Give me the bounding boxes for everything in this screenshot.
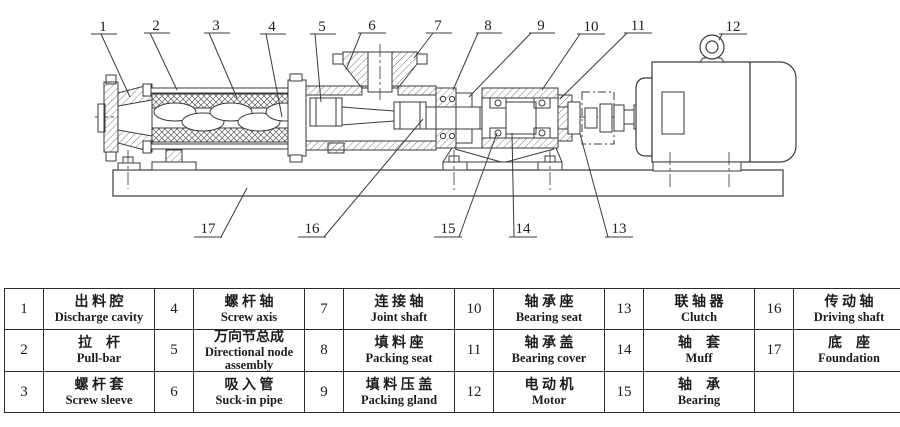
muff-sleeve	[505, 101, 537, 135]
bearing-seat	[481, 87, 559, 149]
svg-text:17: 17	[201, 221, 217, 237]
part-label-1: 1	[91, 19, 131, 98]
part-label-15: 15	[434, 132, 498, 238]
svg-text:10: 10	[584, 19, 599, 35]
part-number: 3	[4, 371, 44, 414]
part-number: 8	[304, 328, 344, 373]
part-label-10: 10	[541, 19, 605, 91]
part-number: 15	[604, 371, 644, 414]
pull-bar	[142, 83, 309, 154]
svg-text:12: 12	[726, 19, 741, 35]
part-label-12: 12	[718, 19, 747, 41]
part-number: 4	[154, 288, 194, 330]
svg-text:1: 1	[99, 19, 107, 35]
svg-text:8: 8	[484, 18, 492, 34]
clutch-coupling	[567, 91, 645, 145]
svg-text:2: 2	[152, 18, 160, 34]
part-label-9: 9	[468, 18, 555, 98]
part-number: 2	[4, 328, 44, 373]
part-name	[793, 371, 900, 414]
svg-text:14: 14	[516, 221, 532, 237]
part-number: 7	[304, 288, 344, 330]
lifting-eye	[699, 34, 725, 63]
part-label-4: 4	[260, 19, 286, 118]
joint-shaft	[341, 106, 395, 126]
svg-text:5: 5	[318, 19, 326, 35]
suction-pipe	[332, 44, 428, 100]
part-number: 11	[454, 328, 494, 373]
packing-gland	[455, 92, 473, 144]
part-label-11: 11	[559, 18, 652, 100]
svg-text:3: 3	[212, 18, 220, 34]
motor-feet	[652, 161, 742, 172]
svg-text:15: 15	[441, 221, 456, 237]
part-number: 10	[454, 288, 494, 330]
part-label-5: 5	[310, 19, 336, 103]
part-number: 17	[754, 328, 794, 373]
part-number: 5	[154, 328, 194, 373]
part-label-3: 3	[204, 18, 238, 99]
pump-support-foot	[117, 149, 197, 189]
foundation-base	[112, 169, 784, 197]
part-number: 9	[304, 371, 344, 414]
svg-text:13: 13	[612, 221, 627, 237]
part-label-6: 6	[345, 18, 386, 71]
part-label-14: 14	[509, 132, 537, 238]
sleeve-end-flange	[287, 73, 307, 163]
part-number: 13	[604, 288, 644, 330]
part-label-2: 2	[144, 18, 178, 91]
part-label-17: 17	[194, 187, 248, 238]
discharge-cavity	[97, 74, 153, 162]
part-number: 12	[454, 371, 494, 414]
svg-text:4: 4	[268, 19, 276, 35]
packing-seat	[435, 87, 457, 149]
svg-text:16: 16	[305, 221, 321, 237]
part-label-13: 13	[579, 133, 633, 238]
motor-terminal-box	[661, 91, 685, 135]
svg-text:9: 9	[537, 18, 545, 34]
part-number: 16	[754, 288, 794, 330]
bearing-pedestal	[442, 147, 563, 190]
svg-text:6: 6	[368, 18, 376, 34]
part-number	[754, 371, 794, 414]
part-label-8: 8	[452, 18, 502, 91]
part-number: 6	[154, 371, 194, 414]
part-label-7: 7	[413, 18, 452, 59]
svg-text:7: 7	[434, 18, 442, 34]
part-number: 1	[4, 288, 44, 330]
bearing	[489, 97, 551, 139]
svg-text:11: 11	[631, 18, 645, 34]
motor	[635, 34, 797, 190]
part-label-16: 16	[298, 118, 424, 238]
universal-joint-assembly	[309, 97, 427, 130]
part-number: 14	[604, 328, 644, 373]
